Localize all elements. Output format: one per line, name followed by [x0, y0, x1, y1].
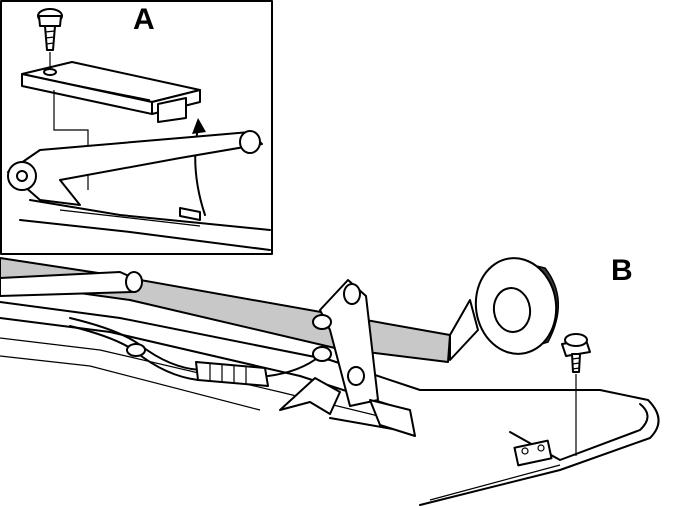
screw-a: [37, 8, 63, 70]
callout-label-a: A: [133, 3, 155, 36]
wiper-arm: [7, 130, 271, 251]
screw-b: [561, 333, 591, 456]
inset-panel-a: [0, 0, 273, 255]
wiper-arm-stub: [0, 271, 143, 297]
trim-panel: [0, 257, 660, 506]
hinge-bracket: [279, 279, 416, 437]
cover-clip: [21, 61, 201, 123]
tape-roll: [449, 257, 559, 361]
clip-slot: [513, 439, 553, 467]
callout-label-b: B: [611, 254, 633, 287]
washer-hose: [69, 317, 332, 387]
